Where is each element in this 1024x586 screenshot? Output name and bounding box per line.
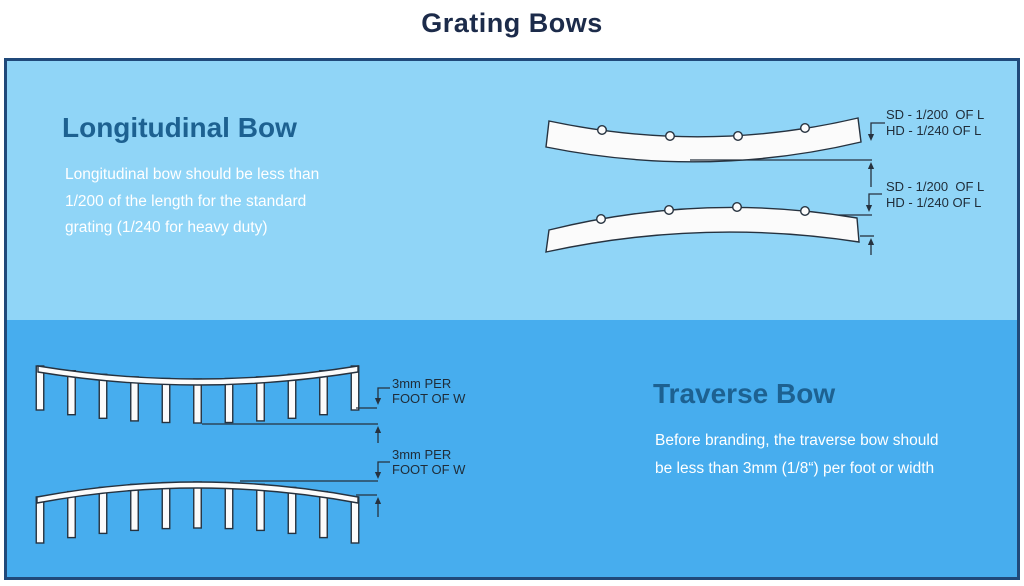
diagram-panel: Longitudinal Bow Longitudinal bow should…: [4, 58, 1020, 580]
traverse-bow-description: Before branding, the traverse bow should…: [655, 427, 938, 483]
dim-label-hd: HD - 1/240 OF L: [886, 195, 981, 210]
dimension-sag: 3mm PER FOOT OF W: [202, 376, 466, 443]
bearing-bars-arch: [35, 481, 382, 544]
body-line: be less than 3mm (1/8“) per foot or widt…: [655, 460, 935, 477]
body-line: grating (1/240 for heavy duty): [65, 219, 268, 236]
cross-rod-sag: [37, 365, 359, 386]
dim-label-sd: SD - 1/200 OF L: [886, 107, 984, 122]
traverse-bow-diagram: 3mm PER FOOT OF W 3mm PER FOOT OF W: [35, 365, 466, 544]
longitudinal-bow-diagram: SD - 1/200 OF L HD - 1/240 OF L SD - 1/2…: [545, 107, 984, 255]
body-line: 1/200 of the length for the standard: [65, 192, 307, 210]
dimension-sag: SD - 1/200 OF L HD - 1/240 OF L: [690, 107, 984, 187]
longitudinal-bow-description: Longitudinal bow should be less than 1/2…: [65, 162, 319, 242]
grating-bar-sag: [545, 117, 862, 163]
body-line: Before branding, the traverse bow should: [655, 432, 939, 449]
grating-bar-arch: [545, 201, 875, 255]
page-title: Grating Bows: [421, 8, 603, 38]
longitudinal-bow-heading: Longitudinal Bow: [62, 112, 297, 143]
body-line: Longitudinal bow should be less than: [65, 166, 320, 183]
dimension-arch: 3mm PER FOOT OF W: [240, 447, 466, 482]
traverse-bow-section: [7, 320, 1017, 577]
bearing-bars-sag: [35, 365, 360, 424]
dim-label-foot: FOOT OF W: [392, 391, 466, 406]
dim-label-sd: SD - 1/200 OF L: [886, 179, 984, 194]
dim-label-3mm: 3mm PER: [392, 447, 451, 462]
dim-label-foot: FOOT OF W: [392, 462, 466, 477]
dim-label-hd: HD - 1/240 OF L: [886, 123, 981, 138]
dim-label-3mm: 3mm PER: [392, 376, 451, 391]
traverse-bow-heading: Traverse Bow: [653, 378, 836, 409]
longitudinal-bow-section: [7, 61, 1017, 320]
cross-rod-arch: [36, 481, 359, 504]
